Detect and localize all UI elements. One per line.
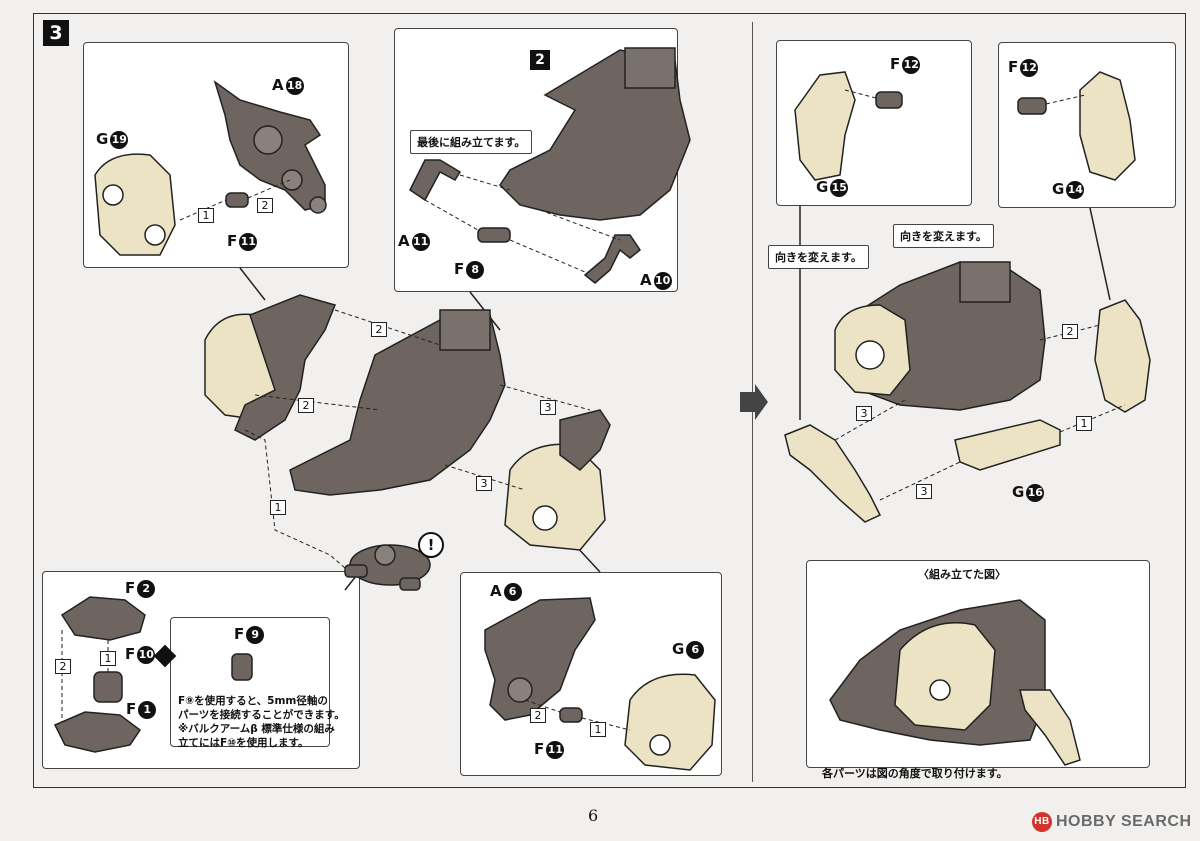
part-f12-right-cyl — [1017, 97, 1047, 115]
part-f2-disk — [60, 596, 146, 641]
seq-num: 2 — [371, 322, 387, 337]
note-line-2: パーツを接続することができます。 — [178, 709, 345, 721]
step-number-badge: 3 — [43, 20, 69, 46]
part-main-frame — [289, 309, 506, 496]
part-f11-bottom — [559, 707, 583, 723]
part-left-side-frame — [234, 294, 337, 441]
part-g14 — [1079, 71, 1136, 181]
page-frame — [33, 13, 1186, 788]
seq-num: 2 — [298, 398, 314, 413]
tag-last-assemble: 最後に組み立てます。 — [410, 130, 533, 154]
note-line-3: ※バルクアームβ 標準仕様の組み — [178, 723, 335, 735]
seq-num: 1 — [198, 208, 214, 223]
part-joint-base — [344, 544, 431, 591]
f9-usage-note: F⑨を使用すると、5mm径軸の パーツを接続することができます。 ※バルクアーム… — [178, 694, 345, 750]
tag-change-direction-1: 向きを変えます。 — [768, 245, 869, 269]
seq-num: 3 — [856, 406, 872, 421]
part-left-foot — [784, 424, 882, 523]
part-f9-cyl — [231, 653, 253, 681]
seq-num: 3 — [540, 400, 556, 415]
assembled-view-title: 〈組み立てた図〉 — [918, 568, 1006, 581]
part-a18 — [213, 80, 327, 214]
seq-num: 1 — [590, 722, 606, 737]
seq-num: 3 — [476, 476, 492, 491]
part-g6 — [624, 673, 716, 771]
part-engine-front-plate — [834, 304, 911, 396]
part-f12-left-cyl — [875, 91, 903, 109]
part-a10-rod — [583, 234, 642, 284]
part-a6 — [484, 597, 596, 721]
part-right-side-frame — [559, 409, 611, 471]
seq-num: 1 — [1076, 416, 1092, 431]
part-right-side-cover — [1094, 299, 1151, 413]
part-assembled-view — [829, 599, 1081, 766]
seq-num: 2 — [257, 198, 273, 213]
part-a11-rod — [409, 159, 462, 202]
note-line-4: 立てにはF⑩を使用します。 — [178, 737, 309, 749]
caution-icon: ! — [418, 532, 444, 558]
next-arrow — [740, 384, 768, 420]
attach-angle-note: 各パーツは図の角度で取り付けます。 — [822, 767, 1008, 780]
hobby-search-logo-icon: HB — [1032, 812, 1052, 832]
part-substep2-frame — [499, 47, 691, 221]
part-g15 — [794, 71, 856, 181]
part-f8-pin — [477, 227, 511, 243]
seq-num: 2 — [1062, 324, 1078, 339]
seq-num: 1 — [270, 500, 286, 515]
seq-num: 2 — [55, 659, 71, 674]
tag-change-direction-2: 向きを変えます。 — [893, 224, 994, 248]
seq-num: 2 — [530, 708, 546, 723]
part-g19 — [94, 153, 176, 256]
part-f10-cyl — [93, 671, 123, 703]
note-line-1: F⑨を使用すると、5mm径軸の — [178, 695, 328, 707]
part-f1-base — [53, 711, 142, 753]
seq-num: 1 — [100, 651, 116, 666]
part-f11-top — [225, 192, 249, 208]
seq-num: 3 — [916, 484, 932, 499]
page-number: 6 — [588, 806, 599, 825]
substep-number-badge: 2 — [530, 50, 550, 70]
part-g16-plate — [954, 419, 1061, 471]
